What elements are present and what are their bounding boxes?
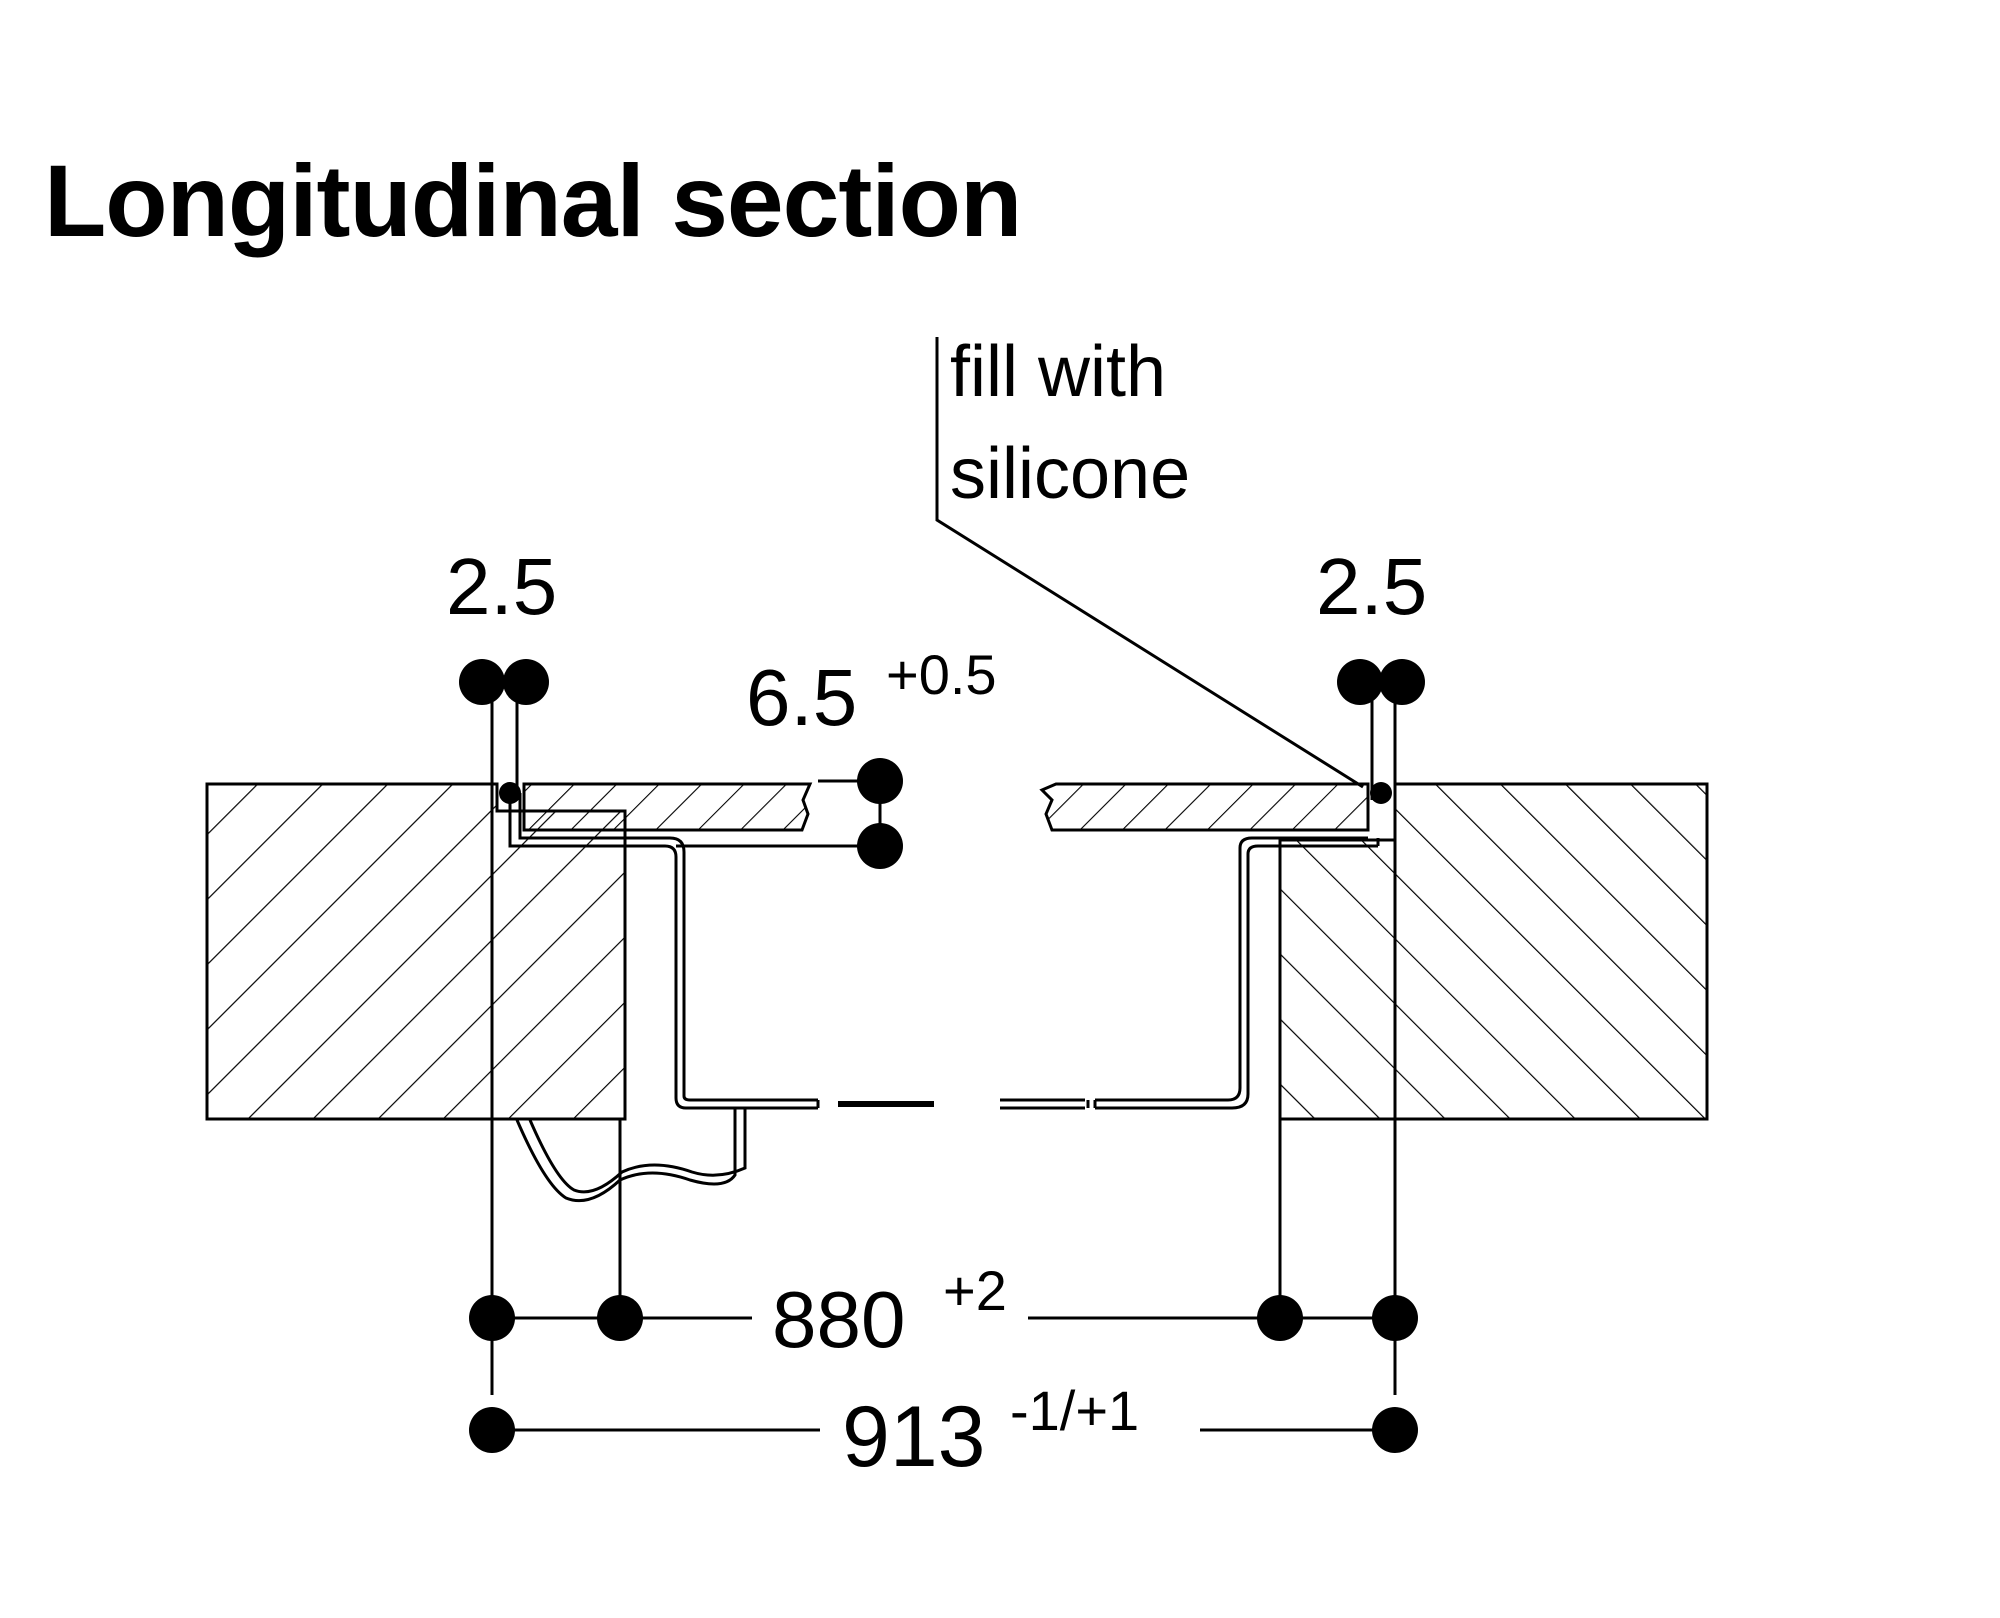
- dim-outer-width-tolerance: -1/+1: [1010, 1379, 1139, 1442]
- silicone-joint-right: [1370, 782, 1392, 804]
- glass-panel-left: [522, 782, 813, 832]
- dimension-dots: [459, 659, 1425, 1453]
- hob-frame-right: [1086, 836, 1380, 1110]
- note-line-1: fill with: [950, 332, 1166, 412]
- diagram-title: Longitudinal section: [44, 144, 1022, 258]
- dim-inner-width-tolerance: +2: [943, 1259, 1007, 1322]
- note-line-2: silicone: [950, 434, 1190, 514]
- note-leader-line: [935, 337, 1364, 789]
- hob-frame-left: [508, 793, 1085, 1110]
- dim-left-gap: 2.5: [446, 542, 557, 631]
- dim-outer-width-value: 913: [842, 1389, 986, 1485]
- mounting-clip: [515, 1108, 747, 1203]
- worktop-left: [205, 782, 627, 1121]
- dim-glass-tolerance: +0.5: [886, 643, 997, 706]
- dim-glass-value: 6.5: [746, 653, 857, 742]
- dim-inner-width-value: 880: [772, 1275, 905, 1364]
- extension-lines: [490, 682, 1397, 1395]
- worktop-right: [1278, 782, 1709, 1121]
- glass-panel-right: [1039, 782, 1370, 832]
- dim-right-gap: 2.5: [1316, 542, 1427, 631]
